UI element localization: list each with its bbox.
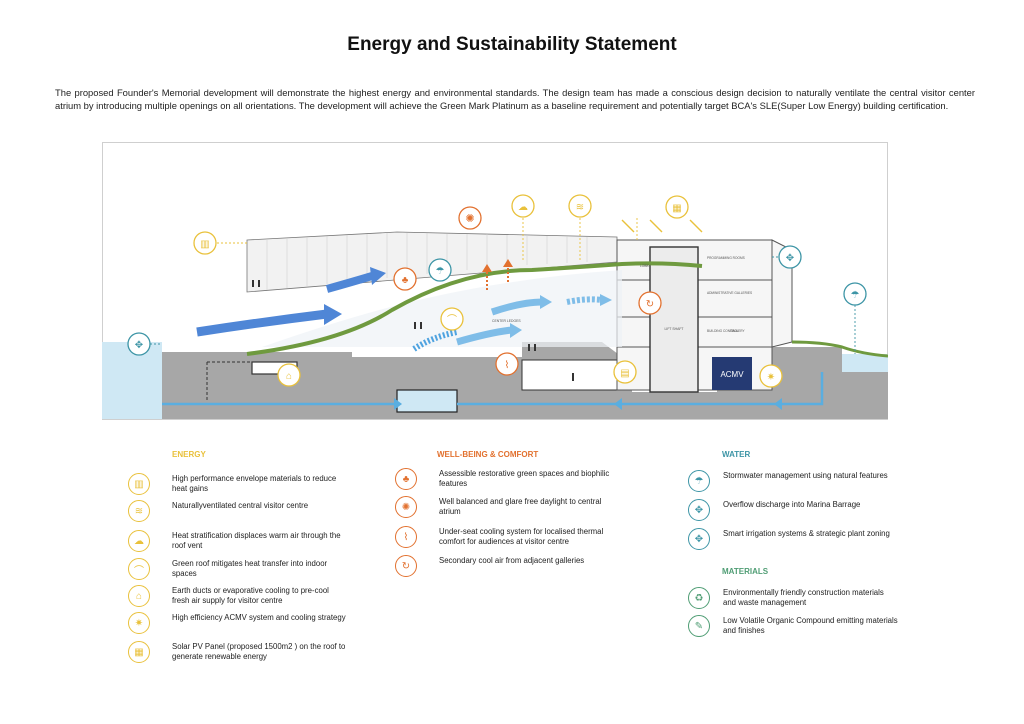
building-section-diagram: LIFT SHAFT ACMV LOBBY LOBBY PROGRAMMING …: [102, 142, 888, 420]
diagram-icon-daylight: ✺: [458, 206, 482, 230]
svg-text:☁: ☁: [518, 202, 528, 213]
materials-heading: MATERIALS: [722, 567, 769, 576]
energy-item-2: ≋Naturallyventilated central visitor cen…: [128, 500, 368, 528]
energy-item-1: ▥High performance envelope materials to …: [128, 473, 368, 501]
diagram-icon-green-roof-tree: ♣: [393, 267, 417, 291]
overflow-icon: ✥: [688, 499, 710, 521]
diagram-icon-acmv: ✷: [759, 364, 783, 388]
svg-text:⌂: ⌂: [286, 371, 292, 382]
acmv-label: ACMV: [720, 370, 744, 379]
diagram-icon-facade: ▥: [193, 231, 217, 255]
energy-item-5: ⌂Earth ducts or evaporative cooling to p…: [128, 585, 368, 613]
svg-text:BUILDING CONTROL: BUILDING CONTROL: [707, 329, 739, 333]
lift-shaft: [649, 246, 699, 393]
right-green-slope: [791, 340, 888, 358]
water-item-2: ✥Overflow discharge into Marina Barrage: [688, 499, 928, 527]
acmv-plant: [712, 357, 752, 390]
airflow-arrow-6: [566, 296, 603, 305]
svg-text:≋: ≋: [576, 202, 584, 213]
wellbeing-item-1: ♣Assessible restorative green spaces and…: [395, 468, 635, 496]
diagram-icon-overflow: ✥: [778, 245, 802, 269]
svg-text:⌒: ⌒: [447, 314, 457, 326]
intro-paragraph: The proposed Founder's Memorial developm…: [55, 87, 975, 111]
tree-icon: ♣: [395, 468, 417, 490]
svg-text:♣: ♣: [402, 275, 409, 286]
left-water-pool: [102, 342, 162, 419]
svg-text:☂: ☂: [436, 266, 445, 277]
recycle-icon: ♻: [688, 587, 710, 609]
people-silhouettes: [252, 280, 574, 381]
water-heading: WATER: [722, 450, 751, 459]
energy-item-6: ✷High efficiency ACMV system and cooling…: [128, 612, 368, 640]
energy-heading: ENERGY: [172, 450, 206, 459]
svg-text:PROGRAMMING ROOMS: PROGRAMMING ROOMS: [707, 256, 745, 260]
energy-item-7: ▦Solar PV Panel (proposed 1500m2 ) on th…: [128, 641, 368, 669]
svg-text:GALLERY: GALLERY: [730, 329, 746, 333]
airflow-arrow-5: [490, 298, 543, 316]
svg-text:↻: ↻: [646, 299, 654, 310]
energy-item-3: ☁Heat stratification displaces warm air …: [128, 530, 368, 558]
seat-cooling-icon: ⌇: [395, 526, 417, 548]
wellbeing-item-2: ✺Well balanced and glare free daylight t…: [395, 496, 635, 524]
heat-stratification-icon: ☁: [128, 530, 150, 552]
diagram-icon-cool-air: ↻: [638, 291, 662, 315]
diagram-icon-irrigation: ✥: [127, 332, 151, 356]
water-tank: [396, 389, 458, 413]
water-pipe-network: [162, 372, 824, 406]
wellbeing-heading: WELL-BEING & COMFORT: [437, 450, 539, 459]
acmv-icon: ✷: [128, 612, 150, 634]
basement-gallery: [521, 359, 633, 391]
stormwater-icon: ☂: [688, 470, 710, 492]
svg-text:✷: ✷: [767, 372, 775, 383]
facade-icon: ▥: [128, 473, 150, 495]
diagram-icon-stormwater-right: ☂: [843, 282, 867, 306]
solar-panel-icon: ▦: [128, 641, 150, 663]
center-label: CENTER LEDGES: [492, 319, 521, 323]
airflow-arrow-4: [456, 326, 513, 346]
daylight-icon: ✺: [395, 496, 417, 518]
water-item-3: ✥Smart irrigation systems & strategic pl…: [688, 528, 928, 556]
materials-item-2: ✎Low Volatile Organic Compound emitting …: [688, 615, 928, 643]
airflow-arrow-2: [325, 272, 374, 293]
airflow-arrow-1: [196, 309, 328, 337]
earth-duct-icon: ⌂: [128, 585, 150, 607]
green-roof: [246, 261, 703, 356]
energy-item-4: ⌒Green roof mitigates heat transfer into…: [128, 558, 368, 586]
wellbeing-item-3: ⌇Under-seat cooling system for localised…: [395, 526, 635, 554]
diagram-icon-solar-panel: ▦: [665, 195, 689, 219]
solar-ray-arrows: [621, 219, 703, 233]
materials-item-1: ♻Environmentally friendly construction m…: [688, 587, 928, 615]
svg-text:ADMINISTRATIVE GALLERIES: ADMINISTRATIVE GALLERIES: [707, 291, 752, 295]
svg-text:LOBBY: LOBBY: [640, 264, 652, 268]
irrigation-icon: ✥: [688, 528, 710, 550]
svg-text:✥: ✥: [135, 340, 143, 351]
diagram-icon-acmv-building: ▤: [613, 360, 637, 384]
water-item-1: ☂Stormwater management using natural fea…: [688, 470, 928, 498]
svg-text:▦: ▦: [672, 203, 681, 214]
diagram-icon-earth-duct: ⌂: [277, 363, 301, 387]
low-voc-icon: ✎: [688, 615, 710, 637]
svg-text:✥: ✥: [786, 253, 794, 264]
svg-text:▥: ▥: [200, 239, 209, 250]
svg-text:✺: ✺: [465, 213, 474, 225]
lift-shaft-label: LIFT SHAFT: [665, 327, 684, 331]
svg-text:⌇: ⌇: [505, 360, 510, 371]
green-roof-icon: ⌒: [128, 558, 150, 580]
diagram-icon-seat-cooling: ⌇: [495, 352, 519, 376]
cool-air-icon: ↻: [395, 555, 417, 577]
svg-text:▤: ▤: [620, 368, 629, 379]
diagram-icon-green-roof: ⌒: [440, 307, 464, 331]
page-title: Energy and Sustainability Statement: [347, 34, 677, 55]
diagram-icon-heat-vent: ☁: [511, 194, 535, 218]
svg-text:☂: ☂: [851, 290, 860, 301]
diagram-icon-stormwater: ☂: [428, 258, 452, 282]
wellbeing-item-4: ↻Secondary cool air from adjacent galler…: [395, 555, 635, 583]
diagram-icon-ventilation: ≋: [568, 194, 592, 218]
ventilation-icon: ≋: [128, 500, 150, 522]
